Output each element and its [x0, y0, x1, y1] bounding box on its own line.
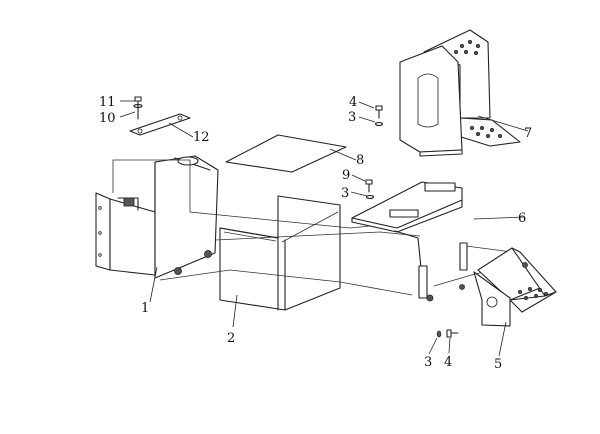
callout-5: 5	[494, 357, 502, 372]
callout-7: 7	[524, 126, 532, 141]
step-holes-upper	[453, 40, 502, 138]
step-holes-lower	[518, 286, 549, 300]
callout-9: 9	[342, 168, 350, 183]
part-5-lower-step	[473, 247, 557, 327]
assembly-guide-lines	[112, 159, 513, 296]
part-1-battery-box	[95, 155, 219, 279]
callout-10: 10	[99, 111, 116, 126]
part-8-cover-plate	[225, 134, 347, 173]
callout-4-upper: 4	[349, 95, 357, 110]
callout-11: 11	[99, 95, 116, 110]
part-6-support-frame	[351, 181, 468, 302]
callout-3-upper: 3	[348, 110, 356, 125]
callout-labels: 1 2 3 3 3 4 4 5 6 7 8 9 10 11 12	[99, 95, 532, 372]
callout-6: 6	[518, 211, 526, 226]
callout-3-middle: 3	[341, 186, 349, 201]
part-12-strap	[129, 113, 191, 136]
part-7-upper-step	[399, 29, 521, 157]
callout-3-lower: 3	[424, 355, 432, 370]
callout-1: 1	[141, 301, 149, 316]
callout-2: 2	[227, 331, 235, 346]
fastener-bolt-upper	[374, 105, 384, 127]
fastener-bolt-middle	[365, 179, 375, 200]
callout-4-lower: 4	[444, 355, 452, 370]
callout-8: 8	[356, 153, 364, 168]
callout-12: 12	[193, 130, 210, 145]
fastener-bolt-lower	[436, 329, 459, 338]
part-10-11-bolt	[133, 96, 143, 120]
leader-lines	[119, 100, 529, 357]
part-2-trough	[219, 195, 341, 311]
